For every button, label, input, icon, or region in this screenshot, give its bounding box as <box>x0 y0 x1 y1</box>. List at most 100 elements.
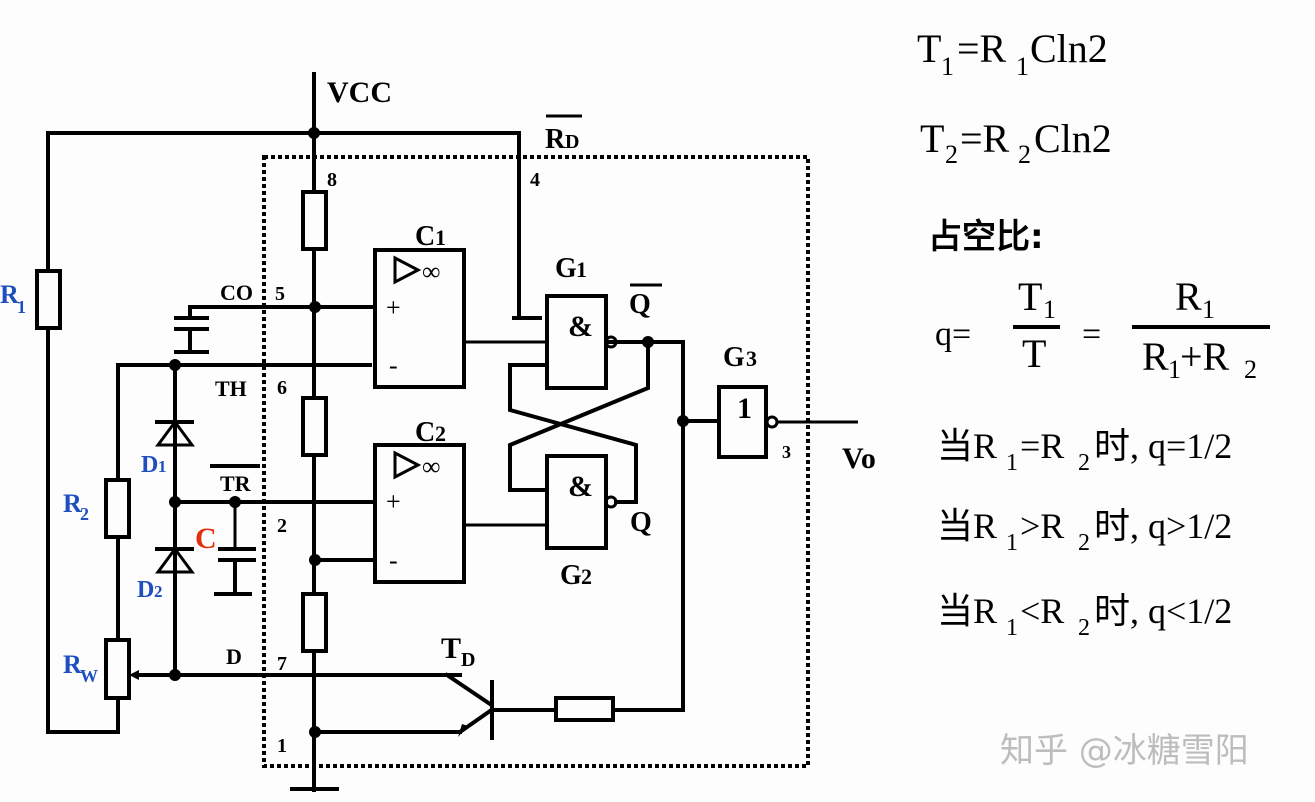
and-symbol-g1: & <box>568 310 593 343</box>
td-label: T <box>441 632 461 665</box>
svg-text:1: 1 <box>1006 530 1018 556</box>
svg-text:1: 1 <box>1006 450 1018 476</box>
co-label: CO <box>220 280 253 305</box>
g2-label: G <box>560 560 582 591</box>
duty-cycle-formula: q= T 1 T = R 1 R 1 +R 2 <box>935 274 1270 384</box>
svg-text:R: R <box>1142 334 1169 379</box>
formula-t2: T 2 =R 2 Cln2 <box>920 116 1112 169</box>
not-symbol: 1 <box>737 392 752 425</box>
svg-text:1: 1 <box>1043 295 1056 324</box>
cross-coupling-wire <box>508 363 638 504</box>
svg-text:1: 1 <box>158 457 167 476</box>
svg-text:D: D <box>461 649 475 671</box>
nand-gate-g2 <box>545 454 608 550</box>
infinity-icon: ∞ <box>422 257 441 286</box>
svg-text:D: D <box>565 131 579 153</box>
c2-plus: + <box>386 487 401 516</box>
case-less: 当R 1 <R 2 时, q<1/2 <box>937 591 1232 641</box>
svg-text:2: 2 <box>1078 615 1090 641</box>
svg-text:2: 2 <box>435 421 446 446</box>
svg-text:3: 3 <box>746 346 757 371</box>
transistor-td <box>444 672 493 707</box>
svg-text:q=: q= <box>935 316 971 353</box>
svg-text:T: T <box>920 116 944 161</box>
pin-8-label: 8 <box>327 169 337 191</box>
svg-text:T: T <box>1022 331 1046 376</box>
pin-3-label: 3 <box>782 442 791 462</box>
svg-text:1: 1 <box>1006 615 1018 641</box>
svg-text:R: R <box>1175 274 1202 319</box>
pin-6-label: 6 <box>277 377 287 399</box>
g1-label: G <box>555 253 577 284</box>
svg-text:2: 2 <box>945 140 958 169</box>
pin-7-label: 7 <box>277 653 287 675</box>
svg-text:1: 1 <box>941 52 954 81</box>
pin-5-label: 5 <box>275 283 285 305</box>
svg-text:=R: =R <box>960 116 1010 161</box>
svg-text:1: 1 <box>1168 355 1181 384</box>
d2-label: D <box>137 577 154 603</box>
svg-text:T: T <box>917 26 941 71</box>
rw-label: R <box>63 650 82 679</box>
formula-t1: T 1 =R 1 Cln2 <box>917 26 1108 81</box>
pin-4-label: 4 <box>530 169 540 191</box>
svg-text:2: 2 <box>1078 530 1090 556</box>
svg-text:Cln2: Cln2 <box>1034 116 1112 161</box>
c1-label: C <box>415 221 435 252</box>
watermark: 知乎 @冰糖雪阳 <box>1000 731 1249 771</box>
svg-text:2: 2 <box>80 504 89 524</box>
svg-text:1: 1 <box>1016 52 1029 81</box>
svg-text:=R: =R <box>957 26 1007 71</box>
svg-text:2: 2 <box>581 564 592 589</box>
svg-text:+R: +R <box>1180 334 1230 379</box>
c1-plus: + <box>386 293 401 322</box>
r2-label: R <box>63 489 82 518</box>
q-label: Q <box>630 507 652 538</box>
divider-resistor-1 <box>301 190 328 251</box>
d1-label: D <box>141 452 158 478</box>
svg-text:T: T <box>1018 274 1042 319</box>
inverter-gate-g3 <box>717 385 768 459</box>
svg-text:2: 2 <box>154 582 163 601</box>
rd-bar-label: R <box>545 124 566 155</box>
g3-label: G <box>723 342 745 373</box>
tr-label: TR <box>220 471 252 496</box>
ic-555-boundary <box>262 155 810 768</box>
divider-resistor-3 <box>301 592 328 653</box>
svg-text:∞: ∞ <box>422 452 441 481</box>
svg-text:Cln2: Cln2 <box>1030 26 1108 71</box>
c2-label: C <box>415 417 435 448</box>
th-label: TH <box>215 376 247 401</box>
resistor-r2 <box>104 478 131 539</box>
pin-1-label: 1 <box>277 735 287 757</box>
case-greater: 当R 1 >R 2 时, q>1/2 <box>937 506 1232 556</box>
base-resistor <box>554 696 615 722</box>
divider-resistor-2 <box>301 396 328 457</box>
svg-text:2: 2 <box>1018 140 1031 169</box>
d-node-label: D <box>226 644 242 669</box>
q-bar-label: Q <box>629 289 651 320</box>
comparator-c1 <box>373 248 466 389</box>
svg-text:2: 2 <box>1244 355 1257 384</box>
svg-text:<R: <R <box>1020 591 1064 631</box>
svg-text:>R: >R <box>1020 506 1064 546</box>
vo-label: Vo <box>842 442 876 475</box>
r1-label: R <box>0 280 19 309</box>
svg-text:当R: 当R <box>937 506 997 546</box>
opamp-triangle-icon <box>393 255 422 285</box>
wiper-arrow-icon <box>129 670 139 680</box>
svg-text:1: 1 <box>1202 295 1215 324</box>
and-symbol-g2: & <box>568 470 593 503</box>
comparator-c2 <box>373 443 466 584</box>
resistor-r1 <box>35 269 62 330</box>
c2-minus: - <box>389 546 398 575</box>
capacitor-c-label: C <box>195 522 217 555</box>
potentiometer-rw[interactable] <box>104 638 131 700</box>
vcc-label: VCC <box>327 76 392 109</box>
svg-text:=: = <box>1082 316 1101 353</box>
c1-minus: - <box>389 351 398 380</box>
svg-text:时, q<1/2: 时, q<1/2 <box>1094 591 1232 631</box>
svg-text:时, q>1/2: 时, q>1/2 <box>1094 506 1232 546</box>
top-wire <box>46 131 542 320</box>
